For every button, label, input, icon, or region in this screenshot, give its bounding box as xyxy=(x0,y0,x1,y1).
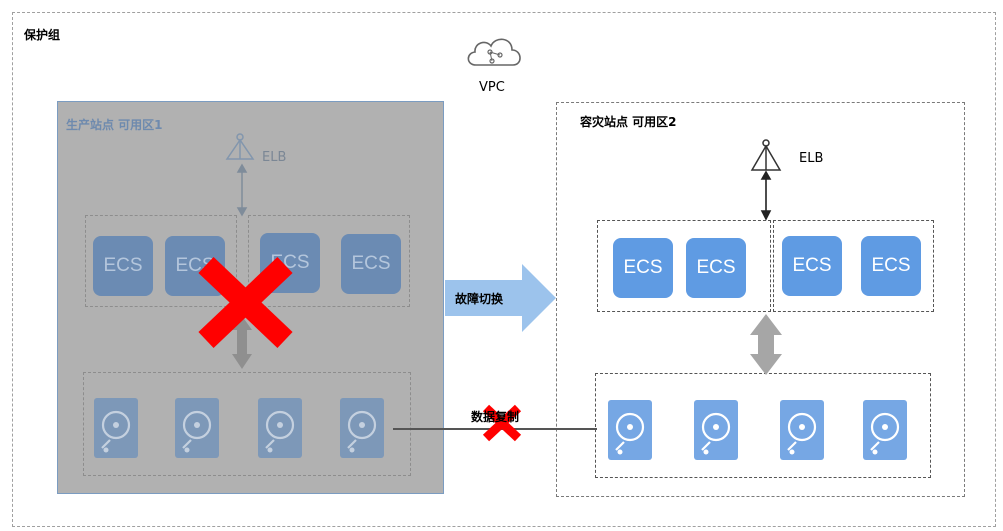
prod-elb-label: ELB xyxy=(262,150,287,165)
prod-elb-icon xyxy=(225,133,255,160)
protection-group-boundary xyxy=(12,12,996,527)
cloud-icon xyxy=(467,38,521,66)
dr-ecs-4: ECS xyxy=(861,236,921,296)
vpc-label: VPC xyxy=(479,80,505,95)
disk-icon xyxy=(264,410,295,454)
failure-x-icon xyxy=(198,257,293,348)
dr-site xyxy=(556,102,965,497)
dr-ecs-3: ECS xyxy=(782,236,842,296)
disk-icon xyxy=(786,412,817,456)
replication-label: 数据复制 xyxy=(471,410,520,424)
dr-ecs-group-right xyxy=(773,220,934,312)
disk-icon xyxy=(100,410,131,454)
dr-elb-connector xyxy=(760,170,772,221)
prod-ecs-group-right xyxy=(248,215,410,307)
protection-group-label: 保护组 xyxy=(24,28,61,42)
dr-elb-icon xyxy=(750,139,782,171)
dr-elb-label: ELB xyxy=(799,151,824,166)
failover-arrow xyxy=(445,264,556,332)
prod-ecs-1: ECS xyxy=(93,236,153,296)
dr-ecs-1: ECS xyxy=(613,238,673,298)
disk-icon xyxy=(181,410,212,454)
disk-icon xyxy=(346,410,377,454)
dr-storage-group xyxy=(595,373,931,478)
prod-elb-connector xyxy=(236,163,248,217)
disk-icon xyxy=(869,412,900,456)
prod-storage-group xyxy=(83,372,411,476)
dr-storage-arrow xyxy=(750,314,782,375)
dr-ecs-2: ECS xyxy=(686,238,746,298)
prod-ecs-group-left xyxy=(85,215,237,307)
dr-ecs-group-left xyxy=(597,220,771,312)
prod-ecs-4: ECS xyxy=(341,234,401,294)
failover-label: 故障切换 xyxy=(455,292,504,306)
dr-site-label: 容灾站点 可用区2 xyxy=(580,115,677,129)
prod-storage-arrow xyxy=(232,316,252,369)
replication-broken-icon xyxy=(482,404,522,442)
disk-icon xyxy=(614,412,645,456)
disk-icon xyxy=(700,412,731,456)
production-site-label: 生产站点 可用区1 xyxy=(66,118,163,132)
